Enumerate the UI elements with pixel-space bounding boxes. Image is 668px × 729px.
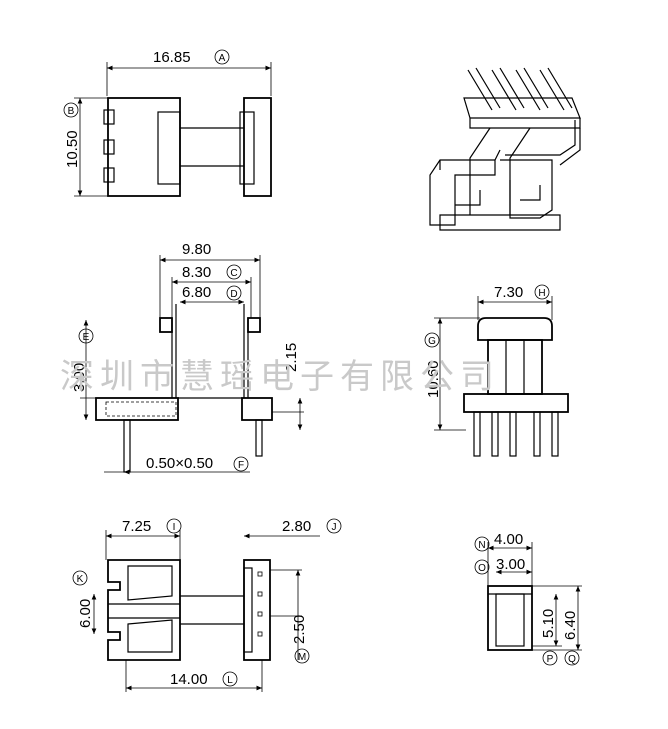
- ref-bubble-e: E: [78, 328, 94, 344]
- section-view: 4.00 N 3.00 O 5.10 6.40 P Q: [474, 531, 582, 666]
- side-view: 7.30 H 10.60 G: [424, 284, 569, 457]
- top-view: 16.85 A 10.50 B: [63, 49, 272, 197]
- section-inner-w-dim: 3.00: [496, 556, 525, 573]
- bottom-left-width-dim: 7.25: [122, 518, 151, 535]
- ref-bubble-b: B: [63, 102, 79, 118]
- ref-bubble-p: P: [542, 650, 558, 666]
- svg-text:A: A: [219, 53, 226, 64]
- ref-bubble-n: N: [474, 536, 490, 552]
- section-outer-w-dim: 4.00: [494, 531, 523, 548]
- company-watermark: 深圳市慧瑶电子有限公司: [60, 358, 500, 396]
- ref-bubble-g: G: [424, 332, 440, 348]
- ref-bubble-i: I: [166, 518, 182, 534]
- ref-bubble-q: Q: [564, 650, 580, 666]
- bottom-view: 7.25 I 2.80 J 6.00 K: [72, 518, 342, 692]
- svg-text:H: H: [538, 288, 545, 299]
- top-width-dim: 16.85: [153, 49, 191, 66]
- side-height-dim: 10.60: [425, 360, 442, 398]
- front-inner-dim: 6.80: [182, 284, 211, 301]
- svg-text:E: E: [83, 332, 90, 343]
- front-right-height-dim: 2.15: [283, 343, 300, 372]
- ref-bubble-m: M: [294, 648, 310, 664]
- bottom-right-width-dim: 2.80: [282, 518, 311, 535]
- front-pin-dim: 0.50×0.50: [146, 455, 213, 472]
- svg-text:K: K: [77, 574, 84, 585]
- svg-text:D: D: [230, 289, 237, 300]
- bottom-pitch-dim: 2.50: [291, 615, 308, 644]
- bottom-pin-holes: [257, 571, 263, 637]
- svg-text:Q: Q: [568, 654, 576, 665]
- bottom-slot-dim: 6.00: [77, 599, 94, 628]
- top-height-dim: 10.50: [64, 130, 81, 168]
- ref-bubble-j: J: [326, 518, 342, 534]
- bottom-span-dim: 14.00: [170, 671, 208, 688]
- svg-text:F: F: [238, 460, 244, 471]
- front-flange-dim: 3.00: [71, 363, 88, 392]
- svg-text:C: C: [230, 268, 237, 279]
- ref-bubble-f: F: [233, 456, 249, 472]
- svg-text:B: B: [68, 106, 75, 117]
- svg-text:J: J: [332, 522, 337, 533]
- front-pin-hatch: [105, 401, 177, 417]
- front-overall-dim: 9.80: [182, 241, 211, 258]
- svg-text:L: L: [227, 675, 233, 686]
- ref-bubble-h: H: [534, 284, 550, 300]
- svg-text:M: M: [298, 652, 306, 663]
- side-width-dim: 7.30: [494, 284, 523, 301]
- section-inner-h-dim: 5.10: [540, 609, 557, 638]
- front-mid-dim: 8.30: [182, 264, 211, 281]
- svg-text:O: O: [478, 563, 486, 574]
- ref-bubble-l: L: [222, 671, 238, 687]
- svg-text:I: I: [173, 522, 176, 533]
- ref-bubble-d: D: [226, 285, 242, 301]
- ref-bubble-a: A: [214, 49, 230, 65]
- ref-bubble-c: C: [226, 264, 242, 280]
- svg-text:N: N: [478, 540, 485, 551]
- ref-bubble-o: O: [474, 559, 490, 575]
- section-outer-h-dim: 6.40: [562, 611, 579, 640]
- ref-bubble-k: K: [72, 570, 88, 586]
- svg-text:P: P: [547, 654, 554, 665]
- svg-text:G: G: [428, 336, 436, 347]
- isometric-view: [429, 67, 581, 231]
- front-view: 9.80 8.30 C 6.80 D 3.00: [71, 241, 304, 475]
